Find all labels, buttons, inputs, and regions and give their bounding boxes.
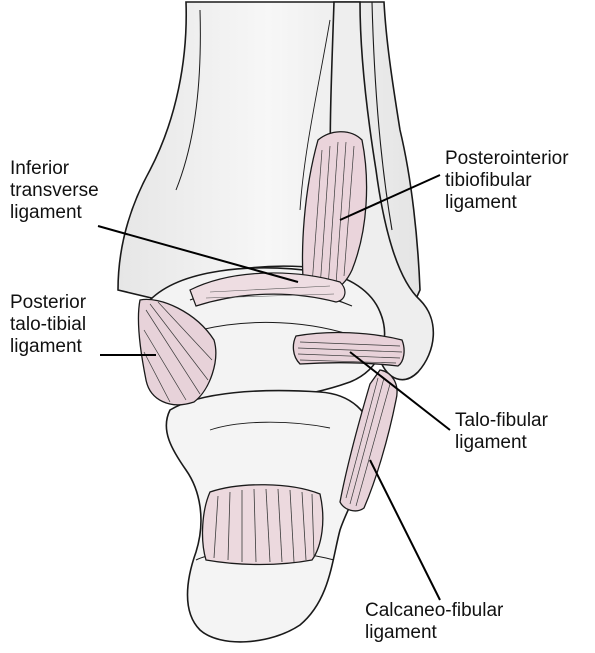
leader-posterointerior-tibiofibular — [339, 174, 441, 221]
posterior-talotibial-fibers — [143, 301, 213, 403]
label-line: Calcaneo-fibular — [365, 600, 504, 621]
fibula-groove — [371, 1, 393, 231]
label-line: Posterointerior — [445, 148, 569, 169]
talofibular-fibers — [297, 341, 403, 364]
label-posterointerior-tibiofibular-ligament: Posterointerior tibiofibular ligament — [445, 148, 569, 214]
label-talofibular-ligament: Talo-fibular ligament — [455, 410, 548, 454]
label-posterior-talotibial-ligament: Posterior talo-tibial ligament — [10, 292, 86, 358]
leader-talofibular — [349, 351, 451, 431]
label-line: ligament — [10, 336, 82, 357]
label-line: ligament — [455, 432, 527, 453]
inferior-transverse-ligament — [189, 272, 346, 307]
posterointerior-tibiofibular-ligament — [301, 131, 368, 296]
tibia-ridge — [175, 9, 201, 191]
label-line: tibiofibular — [445, 170, 532, 191]
label-line: talo-tibial — [10, 314, 87, 335]
label-line: Posterior — [10, 292, 87, 313]
label-line: transverse — [10, 180, 99, 201]
inferior-transverse-fibers — [205, 285, 335, 299]
label-line: Talo-fibular — [455, 410, 548, 431]
label-calcaneofibular-ligament: Calcaneo-fibular ligament — [365, 600, 503, 644]
leader-inferior-transverse — [97, 225, 299, 283]
calcaneus-detail — [209, 421, 331, 431]
label-line: ligament — [10, 202, 82, 223]
tibia-ridge-2 — [299, 19, 331, 211]
calcaneofibular-ligament — [339, 369, 398, 512]
label-line: Inferior — [10, 158, 70, 179]
label-line: ligament — [365, 622, 437, 643]
label-line: ligament — [445, 192, 517, 213]
calcaneofibular-fibers — [345, 377, 391, 507]
achilles-fibers — [213, 488, 315, 563]
posterointerior-tibiofibular-fibers — [311, 141, 355, 289]
talofibular-ligament — [292, 331, 405, 367]
achilles-insertion — [201, 484, 324, 566]
leader-calcaneofibular — [369, 459, 441, 601]
label-inferior-transverse-ligament: Inferior transverse ligament — [10, 158, 99, 224]
